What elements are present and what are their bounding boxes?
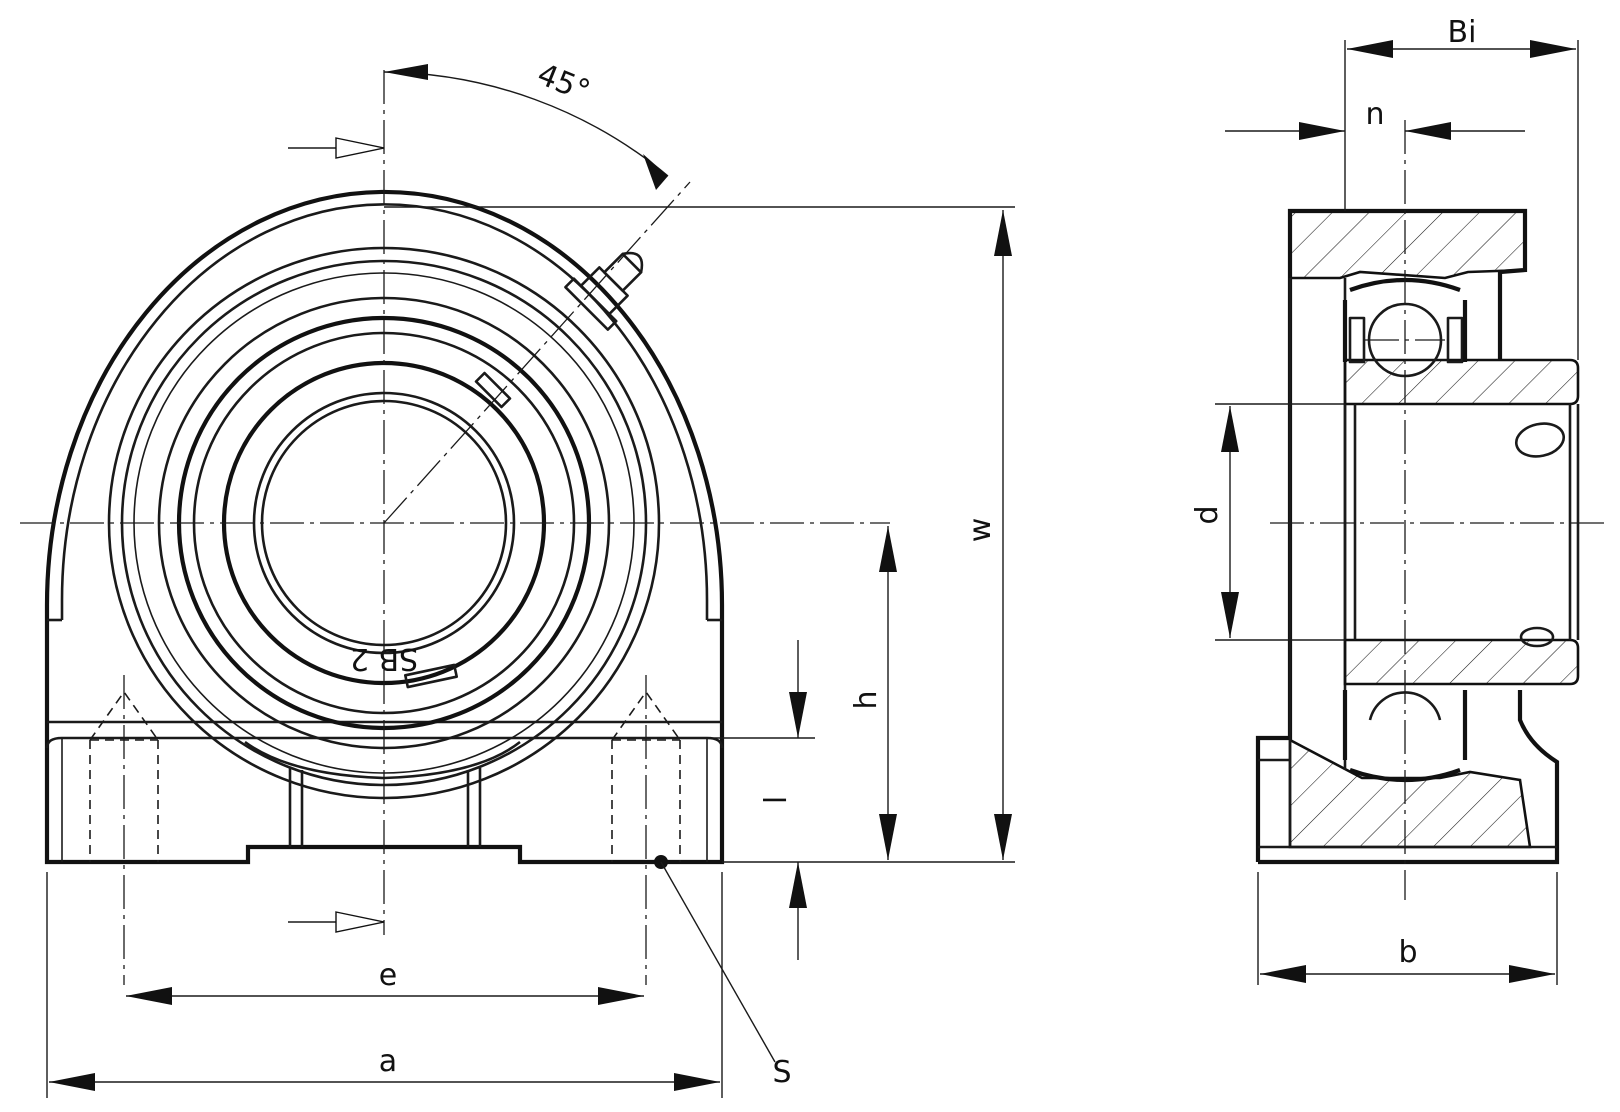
section-arrow-bottom [288, 911, 385, 933]
angled-centerline [383, 181, 691, 524]
dimension-bi: Bi [1344, 15, 1579, 360]
set-screw-mark [474, 371, 512, 409]
inner-ring-section-top [1343, 358, 1580, 406]
dimension-e: e [126, 958, 644, 1005]
leader-s: S [654, 855, 792, 1090]
dimension-b: b [1257, 872, 1558, 985]
inner-ring-section-bottom [1343, 638, 1580, 686]
housing-inner-outline [60, 203, 709, 620]
housing-side-outline [1255, 208, 1528, 862]
housing-section-top [1288, 209, 1527, 280]
a-label: a [379, 1044, 397, 1079]
l-label: l [759, 796, 794, 804]
dimension-a: a [46, 872, 723, 1098]
grease-nipple [564, 251, 644, 331]
s-label: S [772, 1055, 791, 1090]
bore [1343, 404, 1580, 648]
side-section-view: Bi n d b [1190, 15, 1610, 985]
dimension-l: l [707, 640, 815, 960]
n-label: n [1365, 97, 1384, 132]
front-view: SB 2 45° [20, 57, 1015, 1098]
section-arrow-top [288, 137, 385, 159]
b-label: b [1398, 935, 1417, 970]
dimension-n: n [1225, 97, 1525, 140]
d-label: d [1190, 505, 1225, 524]
bi-label: Bi [1448, 15, 1477, 50]
housing-section-bottom [1288, 737, 1532, 849]
e-label: e [379, 958, 397, 993]
w-label: w [963, 518, 998, 543]
dimension-w: w [384, 206, 1015, 863]
dimension-h: h [849, 526, 897, 860]
insert-marking-plate [403, 663, 459, 689]
housing-outline [44, 189, 725, 865]
h-label: h [849, 690, 884, 709]
dimension-d: d [1190, 403, 1345, 641]
angle-dimension: 45° [383, 57, 669, 190]
